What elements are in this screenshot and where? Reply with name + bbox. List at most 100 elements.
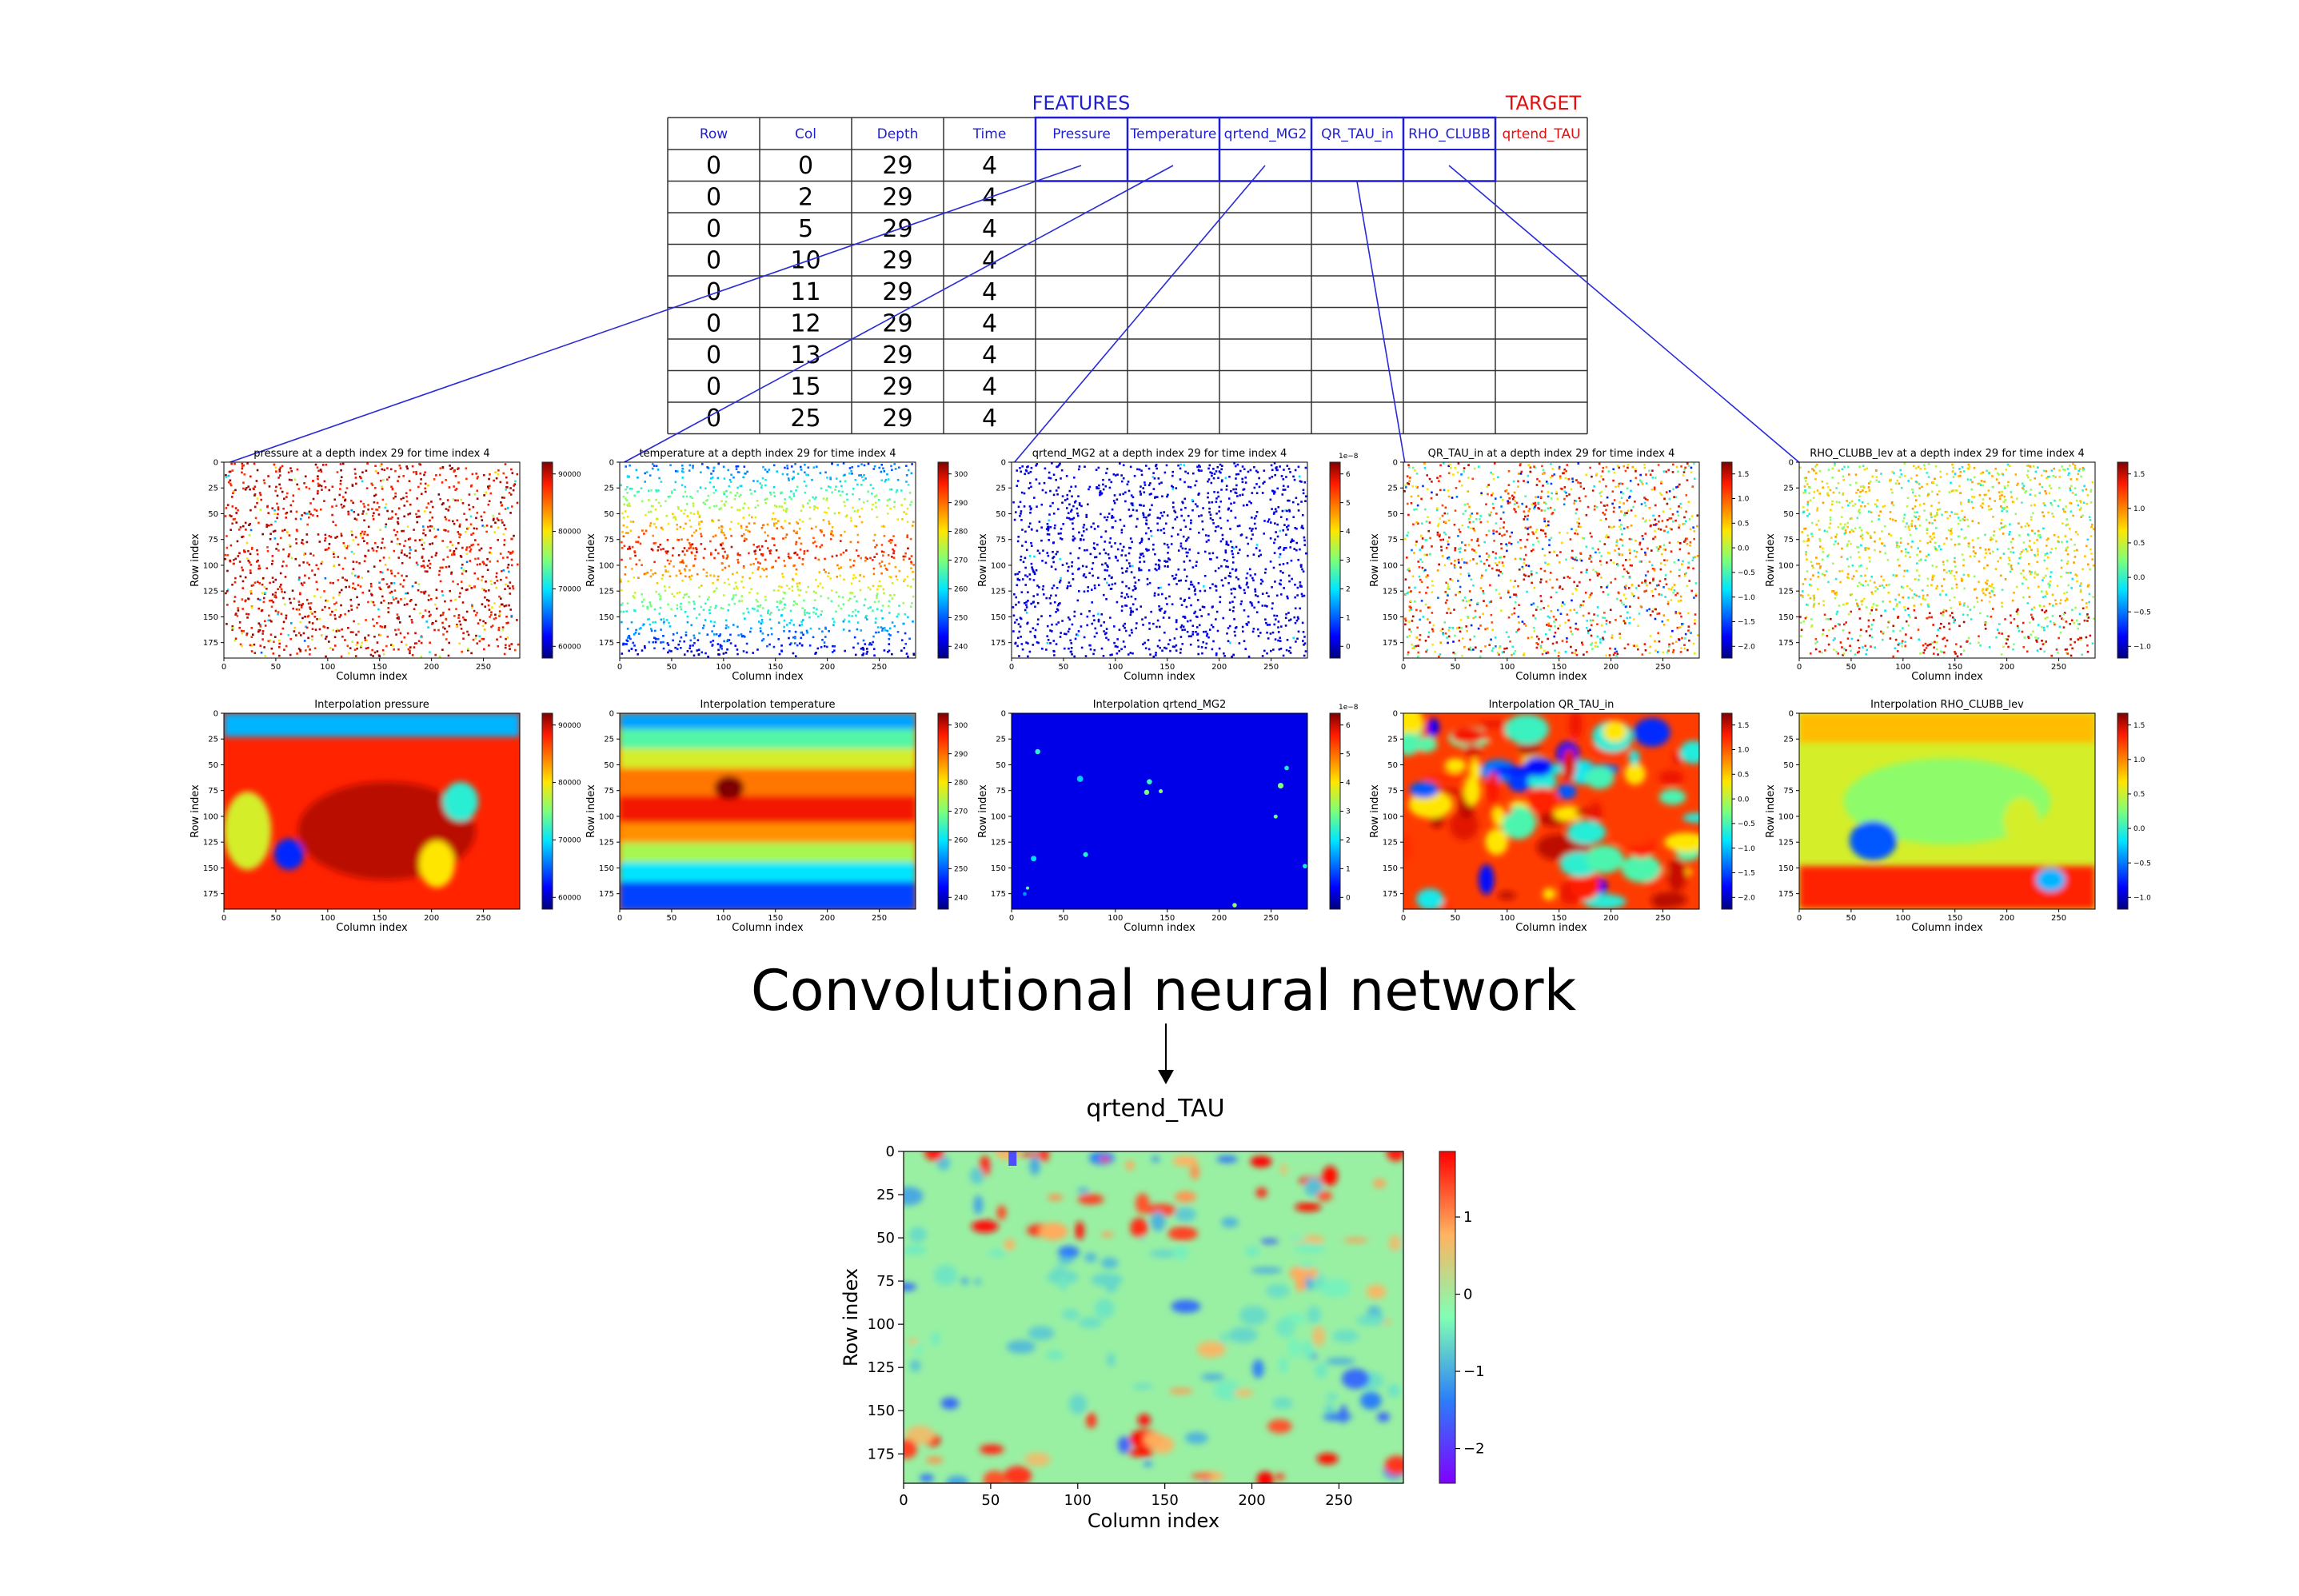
scatter-point [1044, 491, 1048, 494]
scatter-point [1028, 578, 1032, 581]
scatter-point [681, 579, 684, 582]
scatter-point [1281, 493, 1284, 496]
scatter-point [258, 567, 261, 570]
scatter-point [284, 576, 287, 578]
scatter-point [428, 610, 431, 613]
scatter-point [1074, 500, 1077, 503]
scatter-point [1043, 481, 1046, 485]
scatter-point [1013, 518, 1016, 521]
scatter-point [1047, 529, 1050, 532]
scatter-point [848, 472, 851, 475]
x-tick-label: 50 [1059, 663, 1069, 672]
scatter-point [350, 550, 353, 553]
scatter-point [1301, 568, 1303, 571]
scatter-point [1028, 525, 1031, 529]
scatter-point [274, 520, 277, 523]
scatter-point [1175, 644, 1178, 647]
scatter-point [226, 589, 230, 591]
scatter-point [394, 495, 397, 498]
scatter-point [652, 621, 654, 624]
scatter-point [1275, 594, 1279, 597]
scatter-point [815, 525, 817, 529]
connector-line [1012, 165, 1266, 465]
scatter-point [906, 534, 909, 537]
scatter-point [1148, 549, 1150, 552]
scatter-point [462, 632, 465, 635]
scatter-point [460, 567, 463, 569]
scatter-point [1574, 499, 1576, 502]
scatter-point [1295, 541, 1299, 545]
scatter-point [1105, 597, 1108, 600]
scatter-point [840, 534, 842, 537]
scatter-point [1657, 632, 1659, 635]
scatter-point [476, 489, 479, 493]
scatter-point [1155, 463, 1158, 466]
table-cell: 11 [790, 278, 820, 306]
scatter-point [1070, 646, 1073, 649]
scatter-point [1141, 553, 1144, 555]
scatter-point [1544, 535, 1547, 538]
scatter-point [292, 494, 295, 497]
scatter-point [1255, 547, 1258, 549]
scatter-point [489, 547, 492, 549]
scatter-point [761, 477, 764, 480]
scatter-point [1192, 585, 1195, 589]
scatter-point [511, 472, 514, 474]
scatter-point [627, 532, 629, 534]
scatter-point [1083, 636, 1086, 639]
scatter-point [364, 555, 367, 558]
scatter-point [783, 630, 785, 632]
scatter-point [1083, 590, 1086, 593]
scatter-point [760, 484, 764, 487]
scatter-point [480, 515, 483, 518]
scatter-point [777, 557, 780, 559]
scatter-point [1145, 548, 1148, 551]
scatter-point [1227, 582, 1230, 585]
scatter-point [1407, 466, 1411, 469]
scatter-point [512, 585, 514, 588]
scatter-point [1687, 561, 1690, 564]
scatter-point [451, 544, 454, 546]
scatter-point [723, 533, 726, 537]
colorbar-tick-label: 90000 [558, 471, 581, 479]
scatter-point [812, 466, 816, 469]
scatter-point [627, 548, 629, 550]
scatter-point [815, 592, 817, 594]
scatter-point [1279, 579, 1282, 582]
scatter-point [696, 510, 700, 513]
scatter-point [820, 613, 822, 616]
scatter-point [655, 637, 657, 640]
scatter-title: QR_TAU_in at a depth index 29 for time i… [1428, 448, 1675, 460]
scatter-point [316, 618, 318, 620]
scatter-point [1215, 652, 1218, 655]
y-tick-label: 0 [1001, 710, 1006, 719]
scatter-point [256, 497, 259, 500]
scatter-point [807, 585, 809, 589]
scatter-point [1055, 611, 1057, 613]
scatter-point [423, 541, 425, 545]
scatter-point [1247, 586, 1250, 589]
scatter-point [1049, 489, 1052, 493]
scatter-point [1289, 471, 1291, 473]
scatter-point [732, 594, 735, 597]
scatter-point [1492, 507, 1495, 509]
scatter-point [891, 556, 893, 558]
scatter-point [1253, 517, 1256, 520]
scatter-point [720, 561, 724, 565]
scatter-point [852, 564, 855, 567]
scatter-point [332, 628, 335, 632]
scatter-point [1168, 558, 1171, 561]
scatter-point [1300, 585, 1303, 588]
scatter-point [1629, 480, 1632, 482]
scatter-point [631, 545, 634, 549]
scatter-point [633, 576, 636, 579]
scatter-point [357, 576, 360, 579]
scatter-point [1571, 633, 1574, 636]
scatter-point [1121, 549, 1124, 552]
scatter-point [1224, 577, 1227, 580]
scatter-point [1239, 586, 1242, 589]
scatter-point [660, 505, 662, 508]
scatter-point [1069, 585, 1072, 588]
scatter-point [740, 595, 744, 597]
